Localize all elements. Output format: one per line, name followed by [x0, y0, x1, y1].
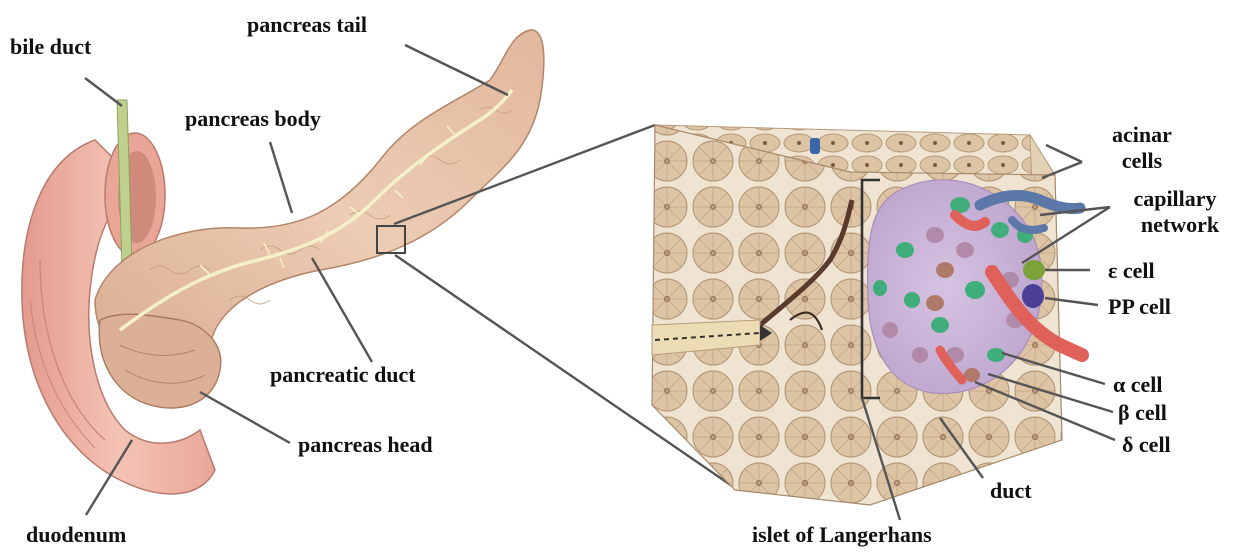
leader-pancreatic-duct [312, 258, 372, 362]
label-islet-of-langerhans: islet of Langerhans [752, 522, 932, 547]
label-pancreas-body: pancreas body [185, 106, 321, 131]
label-delta-cell: δ cell [1122, 432, 1171, 457]
label-capillary-line2: network [1141, 212, 1220, 237]
pancreas-illustration [22, 30, 544, 494]
label-pancreatic-duct: pancreatic duct [270, 362, 416, 387]
label-alpha-cell: α cell [1113, 372, 1163, 397]
epsilon-cell-shape [1023, 260, 1045, 280]
label-pancreas-head: pancreas head [298, 432, 433, 457]
label-acinar-line2: cells [1122, 148, 1163, 173]
label-beta-cell: β cell [1118, 400, 1167, 425]
label-acinar-line1: acinar [1112, 122, 1172, 147]
label-bile-duct: bile duct [10, 34, 92, 59]
leader-bile-duct [85, 78, 122, 106]
leader-pancreas-tail [405, 45, 508, 95]
leader-pancreas-head [200, 392, 290, 443]
label-capillary-line1: capillary [1133, 186, 1216, 211]
pp-cell-shape [1022, 284, 1044, 308]
label-duodenum: duodenum [26, 522, 126, 547]
label-epsilon-cell: ε cell [1108, 258, 1155, 283]
tissue-block [652, 125, 1082, 505]
leader-acinar-2 [1046, 145, 1082, 162]
label-duct: duct [990, 478, 1032, 503]
label-pp-cell: PP cell [1108, 294, 1171, 319]
label-pancreas-tail: pancreas tail [247, 12, 367, 37]
leader-pancreas-body [270, 142, 292, 213]
